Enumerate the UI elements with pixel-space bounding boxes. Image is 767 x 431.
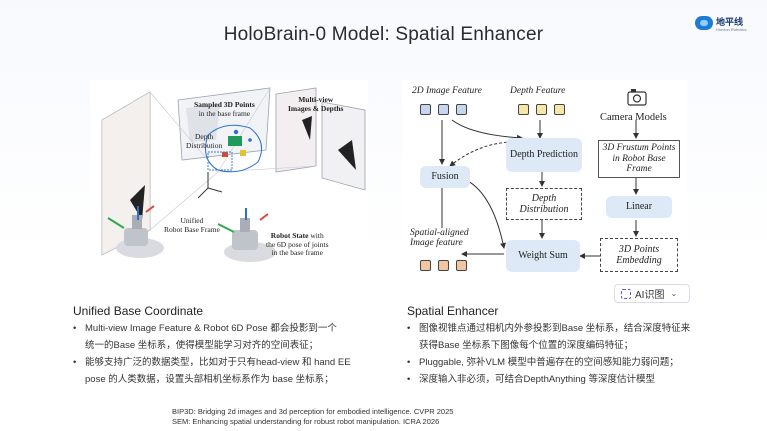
- output-token: [456, 260, 467, 271]
- image-token: [438, 104, 449, 115]
- ai-chip-label: AI识图: [635, 290, 665, 301]
- fusion-node: Fusion: [420, 166, 470, 188]
- depth-feature-label: Depth Feature: [510, 86, 566, 96]
- brain-logo-icon: [695, 16, 713, 30]
- points-embedding-node: 3D Points Embedding: [600, 238, 678, 272]
- depth-token: [518, 104, 529, 115]
- logo-tagline: Horizon Robotics: [716, 27, 747, 32]
- depth-distribution-node: Depth Distribution: [506, 188, 582, 220]
- weight-sum-node: Weight Sum: [506, 240, 580, 272]
- page-title: HoloBrain-0 Model: Spatial Enhancer: [223, 24, 544, 45]
- frustum-points-node: 3D Frustum Points in Robot Base Frame: [598, 140, 680, 178]
- left-section-heading: Unified Base Coordinate: [73, 304, 204, 318]
- depth-prediction-node: Depth Prediction: [506, 138, 582, 172]
- logo-name: 地平线: [716, 17, 744, 27]
- camera-models-label: Camera Models: [600, 112, 667, 123]
- chevron-down-icon: ⌄: [670, 289, 678, 298]
- linear-node: Linear: [606, 196, 672, 218]
- scan-icon: [621, 288, 631, 299]
- ai-recognize-chip[interactable]: AI识图 ⌄: [614, 284, 690, 303]
- depth-token: [554, 104, 565, 115]
- image-token: [456, 104, 467, 115]
- depth-token: [536, 104, 547, 115]
- reference-item: BIP3D: Bridging 2d images and 3d percept…: [172, 407, 454, 416]
- output-token: [420, 260, 431, 271]
- right-section-heading: Spatial Enhancer: [407, 304, 499, 318]
- image-token: [420, 104, 431, 115]
- references: BIP3D: Bridging 2d images and 3d percept…: [172, 407, 453, 427]
- spatial-enhancer-diagram: 2D Image Feature Depth Feature Camera Mo…: [402, 80, 687, 280]
- image-feature-label: 2D Image Feature: [412, 86, 482, 96]
- brand-logo: 地平线 Horizon Robotics: [695, 12, 749, 42]
- output-token: [438, 260, 449, 271]
- scene-illustration: [101, 87, 366, 262]
- reference-item: SEM: Enhancing spatial understanding for…: [172, 417, 440, 426]
